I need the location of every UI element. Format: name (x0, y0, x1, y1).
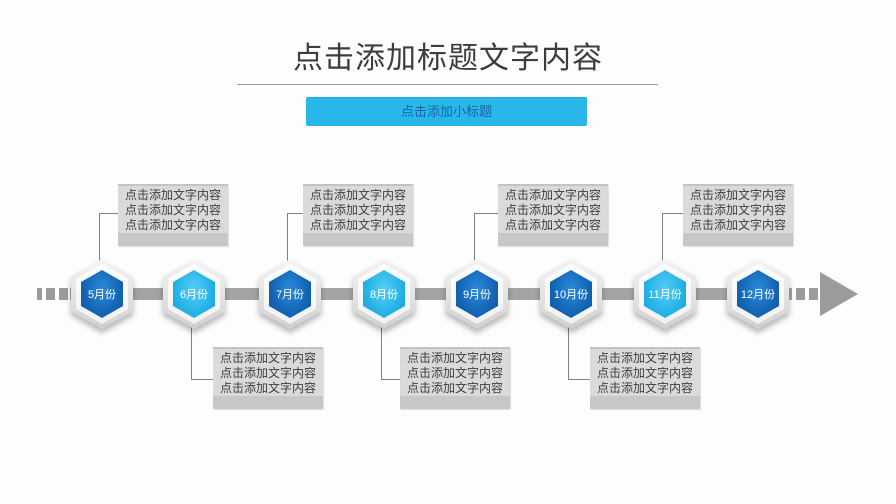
node-label: 9月份 (462, 289, 492, 301)
timeline-node-september: 9月份 (446, 259, 508, 329)
timeline-bar (70, 288, 792, 300)
callout-bottom-band (683, 233, 793, 246)
timeline-dash (37, 288, 42, 300)
callout-bottom-band (498, 233, 608, 246)
timeline-node-december: 12月份 (727, 259, 789, 329)
timeline-node-november: 11月份 (634, 259, 696, 329)
callout-line[interactable]: 点击添加文字内容 (504, 188, 601, 202)
callout-line[interactable]: 点击添加文字内容 (219, 366, 316, 380)
callout-line[interactable]: 点击添加文字内容 (124, 188, 221, 202)
node-label: 8月份 (369, 289, 399, 301)
hexagon-fill (173, 270, 215, 318)
callout-line[interactable]: 点击添加文字内容 (219, 351, 316, 365)
node-label: 6月份 (179, 289, 209, 301)
timeline-node-august: 8月份 (353, 259, 415, 329)
hexagon-fill (644, 270, 686, 318)
callout-bottom-band (400, 396, 510, 409)
callout-line[interactable]: 点击添加文字内容 (689, 203, 786, 217)
timeline-dash (796, 288, 805, 300)
callout-line[interactable]: 点击添加文字内容 (124, 203, 221, 217)
callout-connector (191, 327, 214, 380)
callout-connector (99, 213, 119, 264)
timeline-node-june: 6月份 (163, 259, 225, 329)
timeline-dash (59, 288, 68, 300)
node-label: 12月份 (740, 289, 776, 301)
callout-line[interactable]: 点击添加文字内容 (504, 218, 601, 232)
timeline-dash (809, 288, 818, 300)
timeline-dash (46, 288, 55, 300)
callout-line[interactable]: 点击添加文字内容 (124, 218, 221, 232)
callout-line[interactable]: 点击添加文字内容 (689, 218, 786, 232)
callout-line[interactable]: 点击添加文字内容 (309, 218, 406, 232)
node-label: 7月份 (275, 289, 305, 301)
callout-bottom-band (118, 233, 228, 246)
callout-line[interactable]: 点击添加文字内容 (406, 381, 503, 395)
callout-box-below-8[interactable]: 点击添加文字内容 点击添加文字内容 点击添加文字内容 (400, 347, 510, 409)
hexagon-fill (363, 270, 405, 318)
callout-box-above-11[interactable]: 点击添加文字内容 点击添加文字内容 点击添加文字内容 (683, 184, 793, 246)
hexagon-fill (456, 270, 498, 318)
timeline-node-october: 10月份 (540, 259, 602, 329)
callout-connector (287, 213, 304, 264)
timeline-arrow-icon (820, 272, 858, 316)
callout-connector (662, 213, 684, 264)
hexagon-fill (269, 270, 311, 318)
subtitle-placeholder[interactable]: 点击添加小标题 (306, 97, 587, 126)
callout-line[interactable]: 点击添加文字内容 (504, 203, 601, 217)
node-label: 5月份 (87, 289, 117, 301)
hexagon-fill (81, 270, 123, 318)
callout-bottom-band (590, 396, 700, 409)
callout-line[interactable]: 点击添加文字内容 (309, 203, 406, 217)
title-underline (237, 84, 658, 85)
callout-box-above-9[interactable]: 点击添加文字内容 点击添加文字内容 点击添加文字内容 (498, 184, 608, 246)
callout-bottom-band (213, 396, 323, 409)
node-label: 11月份 (648, 289, 682, 301)
hexagon-fill (550, 270, 592, 318)
callout-line[interactable]: 点击添加文字内容 (596, 366, 693, 380)
hexagon-fill (737, 270, 779, 318)
callout-line[interactable]: 点击添加文字内容 (406, 366, 503, 380)
callout-line[interactable]: 点击添加文字内容 (309, 188, 406, 202)
callout-connector (474, 213, 499, 264)
callout-line[interactable]: 点击添加文字内容 (596, 381, 693, 395)
timeline-node-may: 5月份 (71, 259, 133, 329)
callout-connector (568, 327, 591, 380)
callout-line[interactable]: 点击添加文字内容 (689, 188, 786, 202)
callout-box-below-6[interactable]: 点击添加文字内容 点击添加文字内容 点击添加文字内容 (213, 347, 323, 409)
callout-box-below-10[interactable]: 点击添加文字内容 点击添加文字内容 点击添加文字内容 (590, 347, 700, 409)
node-label: 10月份 (553, 289, 589, 301)
callout-line[interactable]: 点击添加文字内容 (406, 351, 503, 365)
callout-line[interactable]: 点击添加文字内容 (596, 351, 693, 365)
callout-box-above-7[interactable]: 点击添加文字内容 点击添加文字内容 点击添加文字内容 (303, 184, 413, 246)
callout-bottom-band (303, 233, 413, 246)
callout-connector (381, 327, 401, 380)
callout-line[interactable]: 点击添加文字内容 (219, 381, 316, 395)
page-title[interactable]: 点击添加标题文字内容 (293, 42, 603, 75)
timeline-node-july: 7月份 (259, 259, 321, 329)
callout-box-above-5[interactable]: 点击添加文字内容 点击添加文字内容 点击添加文字内容 (118, 184, 228, 246)
